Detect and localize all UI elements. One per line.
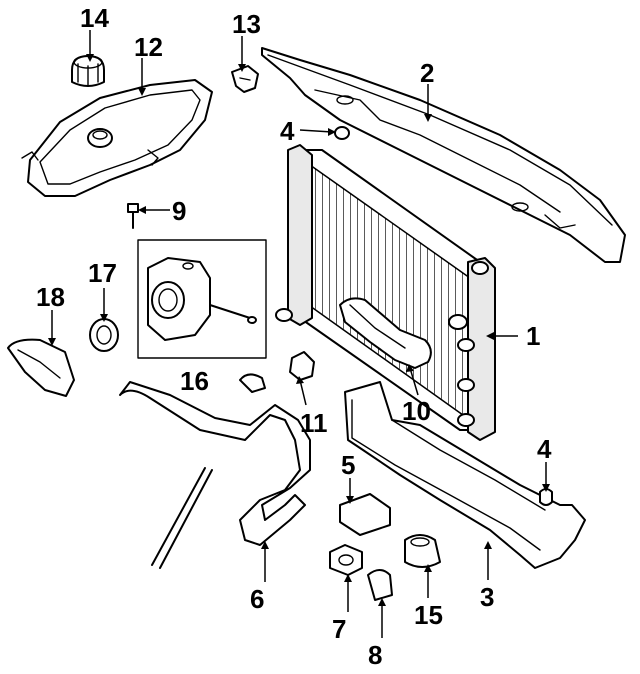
thermostat-part xyxy=(89,318,119,352)
callout-3: 3 xyxy=(480,582,494,612)
callout-2: 2 xyxy=(420,58,434,88)
plug-part xyxy=(367,569,393,601)
callout-13: 7 xyxy=(332,614,346,644)
leader-6 xyxy=(299,379,307,406)
callout-1: 1 xyxy=(526,321,540,351)
callout-11: 10 xyxy=(402,396,431,426)
callout-15: 15 xyxy=(414,600,443,630)
callout-10: 9 xyxy=(172,196,186,226)
grommet-upper-part xyxy=(334,126,350,140)
leader-lines xyxy=(48,30,550,638)
callout-17: 17 xyxy=(88,258,117,288)
grommet-lower-part xyxy=(539,488,553,506)
bolt-part xyxy=(127,203,139,229)
callout-4-upper: 4 xyxy=(280,116,295,146)
pad-part xyxy=(339,493,391,536)
callout-14: 8 xyxy=(368,640,382,670)
callout-labels: 14 12 13 2 4 9 17 18 1 16 11 10 4 5 6 3 … xyxy=(36,3,552,670)
nut-part xyxy=(329,544,363,576)
inlet-hose-part xyxy=(7,338,75,397)
callout-12: 6 xyxy=(250,584,264,614)
radiator-part xyxy=(275,144,496,441)
callout-16: 16 xyxy=(180,366,209,396)
upper-support-part xyxy=(261,47,626,263)
leader-11 xyxy=(409,367,419,396)
lower-support-part xyxy=(344,381,586,569)
upper-hose-part xyxy=(339,297,432,369)
callout-7: 12 xyxy=(134,32,163,62)
connector-part xyxy=(289,351,315,381)
insulator-part xyxy=(404,534,441,568)
callout-8: 13 xyxy=(232,9,261,39)
callout-6: 11 xyxy=(300,408,328,438)
callout-18: 18 xyxy=(36,282,65,312)
clip-part xyxy=(231,65,259,93)
reservoir-part xyxy=(21,79,213,197)
lower-hose-part xyxy=(119,373,311,569)
reservoir-cap-part xyxy=(71,55,105,87)
callout-9: 14 xyxy=(80,3,109,33)
callout-5: 5 xyxy=(341,450,355,480)
housing-assembly-part xyxy=(137,239,267,359)
leader-4a xyxy=(299,129,333,133)
callout-4-lower: 4 xyxy=(537,434,552,464)
